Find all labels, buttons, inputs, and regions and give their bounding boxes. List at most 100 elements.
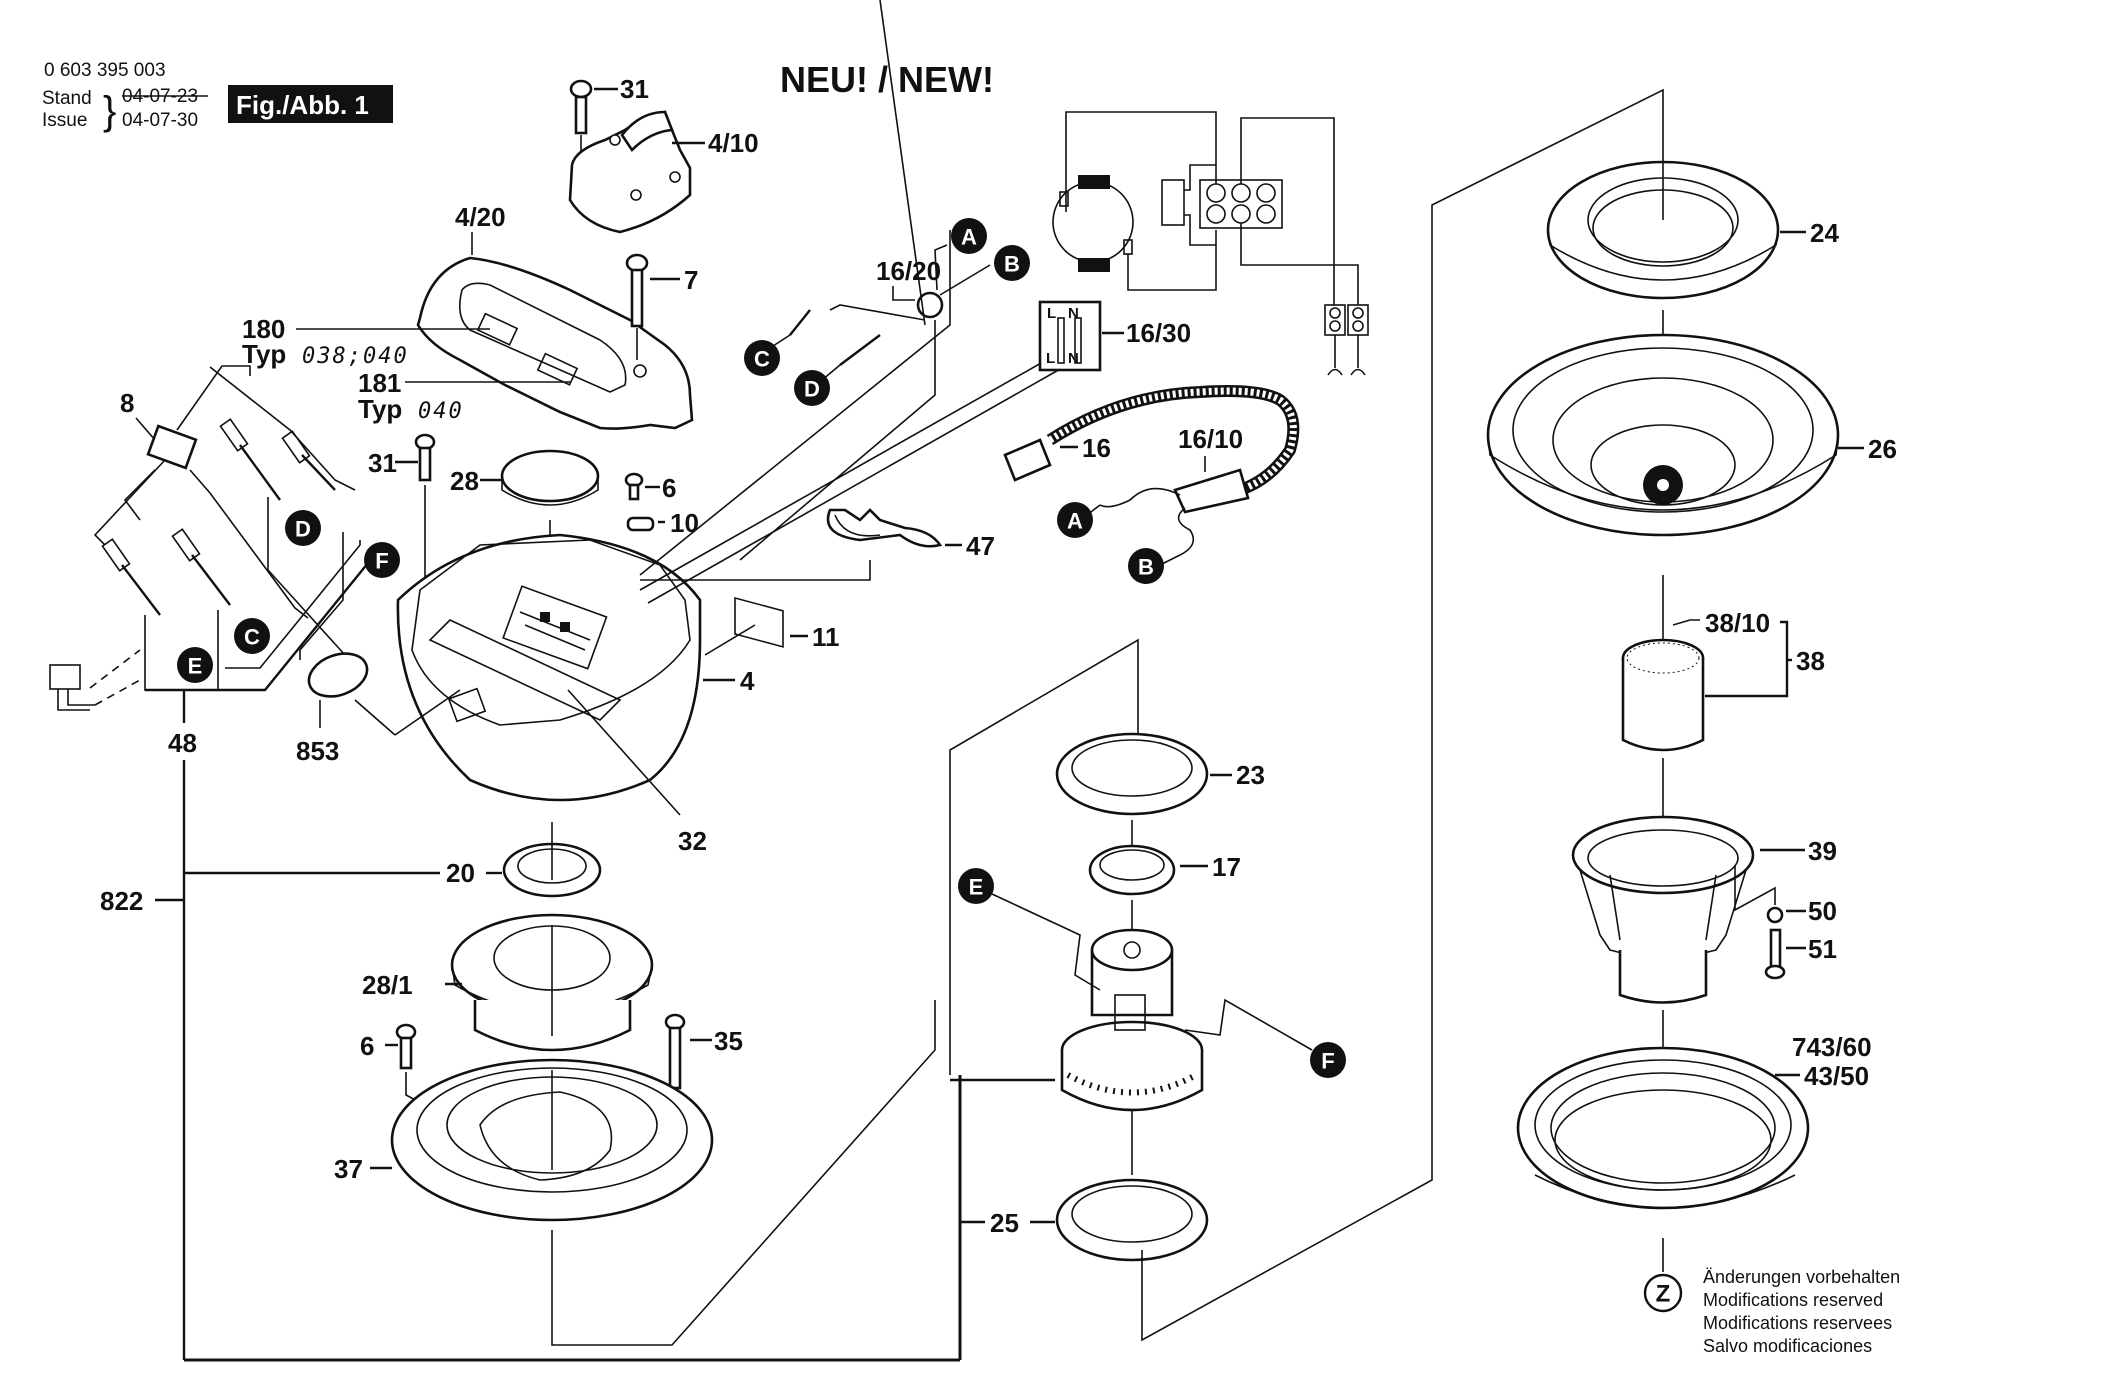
callout-C-top[interactable]: C [744, 340, 780, 376]
footer-notes: Änderungen vorbehalten Modifications res… [1703, 1267, 1900, 1356]
terminal-icon [171, 528, 231, 606]
cord-sleeve-icon [1173, 468, 1250, 514]
note-es: Salvo modificaciones [1703, 1336, 1872, 1356]
part-group-cap-4-10: 31 4/10 [568, 74, 759, 234]
label-43-50[interactable]: 43/50 [1804, 1061, 1869, 1091]
label-4[interactable]: 4 [740, 666, 755, 696]
label-743-60[interactable]: 743/60 [1792, 1032, 1872, 1062]
figure-label-box [228, 85, 393, 123]
terminal-icon [281, 430, 336, 491]
header-block: 0 603 395 003 Stand Issue } 04-07-23 04-… [42, 59, 994, 133]
label-7[interactable]: 7 [684, 265, 698, 295]
wiring-schematic [1052, 111, 1369, 376]
svg-text:Z: Z [1656, 1281, 1671, 1308]
typ-word-180: Typ [242, 339, 286, 369]
svg-text:E: E [188, 654, 203, 679]
terminal-block-icon [916, 291, 944, 319]
label-50[interactable]: 50 [1808, 896, 1837, 926]
label-6-bottom[interactable]: 6 [360, 1031, 374, 1061]
svg-text:D: D [804, 377, 820, 402]
part-group-tank: 24 26 38/10 38 39 50 [1486, 140, 1897, 1313]
label-6-top[interactable]: 6 [662, 473, 676, 503]
label-4-10[interactable]: 4/10 [708, 128, 759, 158]
part-group-switch-16-30: L N L N 16/30 [1038, 300, 1191, 372]
svg-text:F: F [1321, 1049, 1334, 1074]
label-plate-11-shape [734, 596, 784, 648]
part-group-power-cord: 16 16/10 A B [1003, 385, 1300, 584]
svg-text:A: A [1067, 509, 1083, 534]
terminal-icon [101, 538, 161, 616]
bracket-10-shape [626, 516, 655, 532]
callout-D-left[interactable]: D [285, 510, 321, 546]
stand-label: Stand [42, 88, 92, 109]
label-16-20[interactable]: 16/20 [876, 256, 941, 286]
clip-47-shape [826, 508, 943, 548]
brace-icon: } [103, 89, 116, 133]
label-35[interactable]: 35 [714, 1026, 743, 1056]
label-16-10[interactable]: 16/10 [1178, 424, 1243, 454]
note-fr: Modifications reservees [1703, 1313, 1892, 1333]
callout-D-top[interactable]: D [794, 370, 830, 406]
circuit-board-icon [502, 585, 608, 670]
label-11[interactable]: 11 [812, 622, 840, 652]
callout-Z[interactable]: Z [1643, 1273, 1683, 1313]
issue-label: Issue [42, 110, 87, 131]
label-16[interactable]: 16 [1082, 433, 1111, 463]
label-181[interactable]: 181 [358, 368, 401, 398]
typ-values-181: 040 [418, 399, 464, 424]
switch-label-L-top: L [1047, 305, 1056, 322]
label-8[interactable]: 8 [120, 388, 134, 418]
label-180[interactable]: 180 [242, 314, 285, 344]
screw-icon [1764, 928, 1786, 980]
callout-E-left[interactable]: E [177, 647, 213, 683]
label-39[interactable]: 39 [1808, 836, 1837, 866]
callout-C-left[interactable]: C [234, 618, 270, 654]
svg-text:F: F [375, 549, 388, 574]
label-37[interactable]: 37 [334, 1154, 363, 1184]
label-31-top[interactable]: 31 [620, 74, 649, 104]
issue-date: 04-07-30 [122, 110, 198, 131]
part-group-connector-16-20: 16/20 A B C D [739, 0, 1030, 561]
motor-symbol-icon [1052, 181, 1134, 263]
label-16-30[interactable]: 16/30 [1126, 318, 1191, 348]
label-822[interactable]: 822 [100, 886, 143, 916]
label-853[interactable]: 853 [296, 736, 339, 766]
callout-F-left[interactable]: F [364, 542, 400, 578]
label-31-mid[interactable]: 31 [368, 448, 397, 478]
callout-A-top[interactable]: A [951, 218, 987, 254]
switch-label-L-bottom: L [1046, 350, 1055, 367]
label-28[interactable]: 28 [450, 466, 479, 496]
label-48[interactable]: 48 [168, 728, 197, 758]
callout-E-motor[interactable]: E [958, 868, 994, 904]
terminal-icon [219, 418, 281, 501]
callout-F-motor[interactable]: F [1310, 1042, 1346, 1078]
switch-label-N-bottom: N [1068, 350, 1079, 367]
label-47[interactable]: 47 [966, 531, 995, 561]
label-23[interactable]: 23 [1236, 760, 1265, 790]
part-group-clip-47: 47 [826, 508, 995, 561]
label-10[interactable]: 10 [670, 508, 699, 538]
label-17[interactable]: 17 [1212, 852, 1241, 882]
label-38-10[interactable]: 38/10 [1705, 608, 1770, 638]
label-26[interactable]: 26 [1868, 434, 1897, 464]
label-20[interactable]: 20 [446, 858, 475, 888]
callout-A-cord[interactable]: A [1057, 502, 1093, 538]
callout-B-cord[interactable]: B [1128, 548, 1164, 584]
plug-icon [1003, 438, 1052, 482]
note-en: Modifications reserved [1703, 1290, 1883, 1310]
svg-text:C: C [754, 347, 770, 372]
label-51[interactable]: 51 [1808, 934, 1837, 964]
label-4-20[interactable]: 4/20 [455, 202, 506, 232]
label-38[interactable]: 38 [1796, 646, 1825, 676]
filter-basket-39-shape [1571, 815, 1755, 895]
label-24[interactable]: 24 [1810, 218, 1839, 248]
label-25[interactable]: 25 [990, 1208, 1019, 1238]
label-28-1[interactable]: 28/1 [362, 970, 413, 1000]
clamp-853-shape [307, 652, 369, 698]
part-group-base: 822 20 28/1 6 35 37 [100, 760, 962, 1362]
typ-word-181: Typ [358, 394, 402, 424]
callout-B-top[interactable]: B [994, 245, 1030, 281]
seal-25-shape [1055, 1178, 1209, 1262]
label-32[interactable]: 32 [678, 826, 707, 856]
